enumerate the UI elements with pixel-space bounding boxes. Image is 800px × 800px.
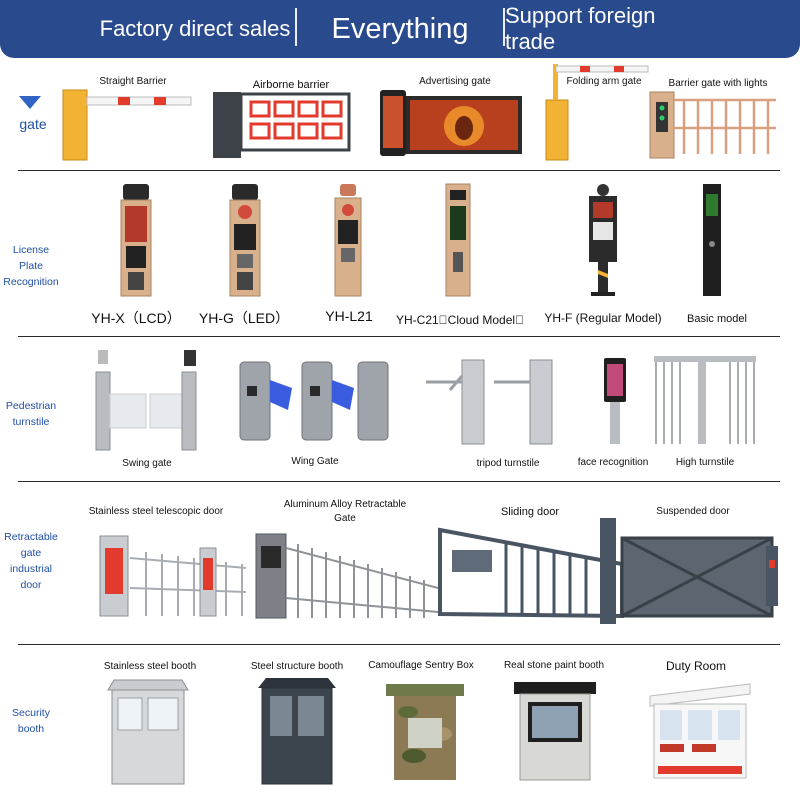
label-barrier-gate-with-lights: Barrier gate with lights (668, 78, 768, 89)
tripod-turnstile-image (426, 359, 553, 445)
label-advertising-gate: Advertising gate (419, 76, 491, 87)
wing-gate-image (239, 361, 389, 441)
folding-arm-gate-image (545, 64, 649, 161)
label-duty-room: Duty Room (665, 659, 727, 673)
label-yh-g: YH-G（LED） (198, 310, 290, 326)
duty-room-image (649, 683, 751, 779)
label-yh-x: YH-X（LCD） (91, 310, 181, 326)
face-recognition-image (604, 358, 626, 444)
chevron-down-icon (19, 96, 41, 109)
category-retractable-gate: Retractable gate industrial door (4, 531, 58, 591)
label-basic-model: Basic model (687, 313, 747, 325)
category-pedestrian-turnstile: Pedestrian turnstile (5, 400, 57, 428)
category-license-plate-recognition: License Plate Recognition (3, 244, 59, 288)
aluminum-retractable-gate-image (255, 533, 439, 619)
high-turnstile-image (654, 356, 756, 444)
lpr-yh-c21-image (445, 183, 471, 297)
label-stainless-steel-booth: Stainless steel booth (103, 661, 197, 672)
straight-barrier-image (62, 89, 192, 161)
lpr-basic-model-image (703, 184, 721, 296)
section-divider (18, 336, 780, 337)
category-security-booth: Security booth (12, 707, 50, 735)
section-divider (18, 170, 780, 171)
barrier-gate-with-lights-image (649, 91, 776, 159)
label-sliding-door: Sliding door (500, 506, 560, 518)
swing-gate-image (95, 350, 197, 451)
label-camouflage-sentry-box: Camouflage Sentry Box (368, 660, 474, 671)
label-aluminum-retractable-gate: Aluminum Alloy Retractable Gate (283, 499, 407, 524)
label-yh-c21: YH-C21 Cloud Model  (396, 313, 525, 327)
label-yh-f: YH-F (Regular Model) (544, 311, 662, 325)
camouflage-sentry-box-image (386, 684, 464, 780)
suspended-door-image (600, 518, 778, 624)
header-banner: Factory direct sales Everything Support … (0, 0, 800, 58)
section-divider (18, 481, 780, 482)
banner-separator (295, 8, 297, 46)
label-suspended-door: Suspended door (656, 506, 730, 517)
stainless-telescopic-door-image (99, 535, 247, 617)
label-high-turnstile: High turnstile (675, 457, 735, 468)
lpr-yh-l21-image (334, 184, 362, 297)
label-airborne-barrier: Airborne barrier (252, 79, 330, 91)
airborne-barrier-image (213, 92, 351, 158)
stainless-steel-booth-image (107, 679, 189, 785)
banner-foreign-trade: Support foreign trade (505, 3, 656, 54)
label-stainless-telescopic-door: Stainless steel telescopic door (88, 506, 224, 517)
label-tripod-turnstile: tripod turnstile (476, 458, 540, 469)
label-folding-arm-gate: Folding arm gate (566, 76, 642, 87)
banner-everything: Everything (331, 12, 469, 45)
label-straight-barrier: Straight Barrier (99, 76, 167, 87)
banner-separator (503, 8, 505, 46)
label-swing-gate: Swing gate (122, 458, 172, 469)
section-divider (18, 644, 780, 645)
label-face-recognition: face recognition (577, 457, 649, 468)
banner-factory-direct: Factory direct sales (99, 16, 291, 41)
label-yh-l21: YH-L21 (325, 308, 373, 324)
category-gate: gate (19, 116, 47, 132)
advertising-gate-image (380, 90, 522, 156)
lpr-yh-x-image (120, 184, 152, 297)
steel-structure-booth-image (258, 678, 336, 785)
lpr-yh-f-image (589, 184, 617, 296)
real-stone-paint-booth-image (514, 682, 596, 781)
lpr-yh-g-image (229, 184, 261, 297)
label-steel-structure-booth: Steel structure booth (250, 661, 344, 672)
label-real-stone-paint-booth: Real stone paint booth (503, 660, 605, 671)
label-wing-gate: Wing Gate (291, 456, 339, 467)
